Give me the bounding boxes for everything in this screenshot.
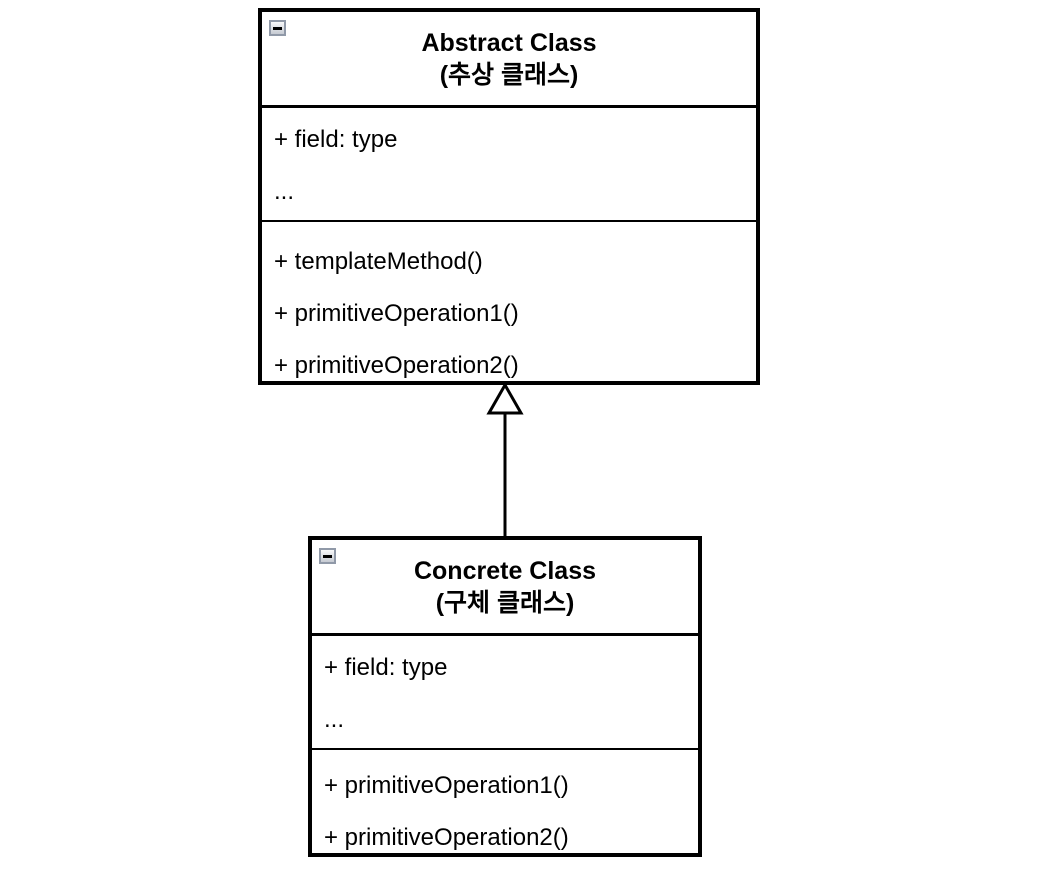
field-row: + field: type: [274, 126, 398, 153]
field-row: ...: [274, 178, 295, 205]
collapse-minus-icon[interactable]: [319, 548, 336, 564]
method-row: + primitiveOperation1(): [324, 772, 569, 799]
class-header: Concrete Class (구체 클래스): [312, 540, 698, 633]
class-subtitle: (추상 클래스): [439, 60, 579, 89]
class-name: Concrete Class: [413, 556, 597, 585]
hollow-triangle-arrowhead: [486, 383, 524, 415]
method-row: + primitiveOperation2(): [324, 824, 569, 851]
class-header: Abstract Class (추상 클래스): [262, 12, 756, 105]
fields-compartment: + field: type ...: [262, 105, 756, 220]
fields-compartment: + field: type ...: [312, 633, 698, 748]
class-subtitle: (구체 클래스): [435, 588, 575, 617]
methods-compartment: + primitiveOperation1() + primitiveOpera…: [312, 748, 698, 864]
method-row: + primitiveOperation2(): [274, 352, 519, 379]
methods-compartment: + templateMethod() + primitiveOperation1…: [262, 220, 756, 392]
minus-glyph: [323, 554, 332, 558]
method-row: + primitiveOperation1(): [274, 300, 519, 327]
generalization-arrow: [486, 383, 524, 537]
field-row: ...: [324, 706, 345, 733]
collapse-minus-icon[interactable]: [269, 20, 286, 36]
field-row: + field: type: [324, 654, 448, 681]
class-box-concrete-class[interactable]: Concrete Class (구체 클래스) + field: type ..…: [308, 536, 702, 857]
minus-glyph: [273, 26, 282, 30]
method-row: + templateMethod(): [274, 248, 483, 275]
class-name: Abstract Class: [421, 28, 597, 57]
class-box-abstract-class[interactable]: Abstract Class (추상 클래스) + field: type ..…: [258, 8, 760, 385]
